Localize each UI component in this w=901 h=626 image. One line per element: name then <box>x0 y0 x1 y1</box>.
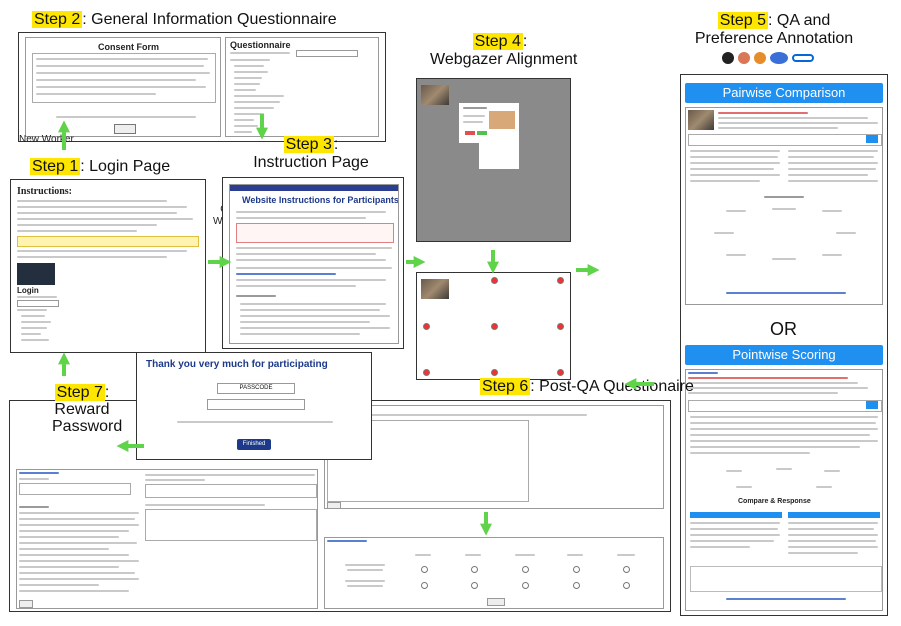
step2-panel: Consent Form Questionnaire <box>18 32 386 142</box>
step6-title: Step 6: Post-QA Questionaire <box>480 378 694 396</box>
webcam-preview <box>421 85 449 105</box>
mistral-logo-icon <box>754 52 766 64</box>
step7-line3: Password <box>52 418 123 435</box>
webgazer-screen-1 <box>416 78 571 242</box>
thank-you-heading: Thank you very much for participating <box>146 359 328 370</box>
pointwise-screenshot: Compare & Response <box>685 369 883 611</box>
deepseek-logo-icon <box>770 52 788 64</box>
step2-title: Step 2: General Information Questionnair… <box>32 11 337 29</box>
step3-panel: Website Instructions for Participants <box>222 177 404 349</box>
step1-tag: Step 1 <box>30 158 81 175</box>
instructions-heading: Instructions: <box>17 186 73 197</box>
questionnaire-title: Questionnaire <box>230 40 291 50</box>
step2-text: : General Information Questionnaire <box>82 11 337 28</box>
consent-form-screenshot: Consent Form <box>25 37 221 137</box>
step7-text: : <box>104 384 110 401</box>
step6-panel <box>9 400 671 612</box>
step7-tag: Step 7 <box>54 384 105 401</box>
instruction-page-screenshot: Website Instructions for Participants <box>229 184 399 344</box>
instruction-navbar <box>230 185 398 191</box>
webcam-preview-2 <box>421 279 449 299</box>
step1-panel: Instructions: Login <box>10 179 206 353</box>
step5-text: : QA and <box>768 12 831 29</box>
step1-text: : Login Page <box>80 158 171 175</box>
step4-text: : <box>522 33 528 50</box>
step5-title: Step 5: QA and Preference Annotation <box>690 12 858 49</box>
login-page-screenshot: Instructions: Login <box>17 186 199 346</box>
passcode-label: PASSCODE <box>217 383 295 394</box>
questionnaire-screenshot: Questionnaire <box>225 37 379 137</box>
website-instructions-title: Website Instructions for Participants <box>242 195 399 205</box>
step3-title: Step 3: Instruction Page <box>236 136 386 173</box>
step3-line2: Instruction Page <box>253 154 369 172</box>
step4-line2: Webgazer Alignment <box>430 51 578 69</box>
important-notice-box <box>236 223 394 243</box>
passcode-field[interactable] <box>207 399 305 410</box>
pointwise-scoring-header: Pointwise Scoring <box>685 345 883 365</box>
anthropic-logo-icon <box>738 52 750 64</box>
step6-tag: Step 6 <box>480 378 531 395</box>
or-label: OR <box>770 319 797 339</box>
step7-title: Step 7: Reward Password <box>52 384 122 435</box>
calibration-dialog <box>459 103 519 143</box>
post-qa-likert-screenshot <box>324 537 664 609</box>
pairwise-screenshot <box>685 107 883 305</box>
finished-button[interactable]: Finished <box>237 439 271 450</box>
important-notice <box>17 236 199 247</box>
step5-line2: Preference Annotation <box>694 30 854 48</box>
post-qa-evidence-screenshot <box>16 469 318 609</box>
step5-tag: Step 5 <box>717 12 768 29</box>
new-worker-label: New Worker <box>19 134 74 145</box>
step4-title: Step 4: Webgazer Alignment <box>430 33 577 70</box>
step3-text: : <box>333 136 339 153</box>
step5-panel: Pairwise Comparison OR Pointwise Scoring <box>680 74 888 616</box>
step4-tag: Step 4 <box>472 33 523 50</box>
openai-logo-icon <box>722 52 734 64</box>
model-logos <box>722 52 816 66</box>
questionnaire-input[interactable] <box>296 50 358 57</box>
worker-id-input[interactable] <box>17 300 59 307</box>
webgazer-screen-2 <box>416 272 571 380</box>
consent-agree-button[interactable] <box>114 124 136 134</box>
step7-panel: Thank you very much for participating PA… <box>136 352 372 460</box>
step3-tag: Step 3 <box>283 136 334 153</box>
compare-response-title: Compare & Response <box>738 498 811 505</box>
meta-logo-icon <box>792 54 814 62</box>
consent-textbox <box>32 53 216 103</box>
step7-line2: Reward <box>54 401 110 418</box>
step2-tag: Step 2 <box>32 11 83 28</box>
post-qa-freetext-screenshot <box>324 405 664 509</box>
consent-form-title: Consent Form <box>98 42 160 52</box>
amazon-banner <box>17 263 55 285</box>
login-label: Login <box>17 286 39 295</box>
step1-title: Step 1: Login Page <box>30 158 170 176</box>
pairwise-comparison-header: Pairwise Comparison <box>685 83 883 103</box>
